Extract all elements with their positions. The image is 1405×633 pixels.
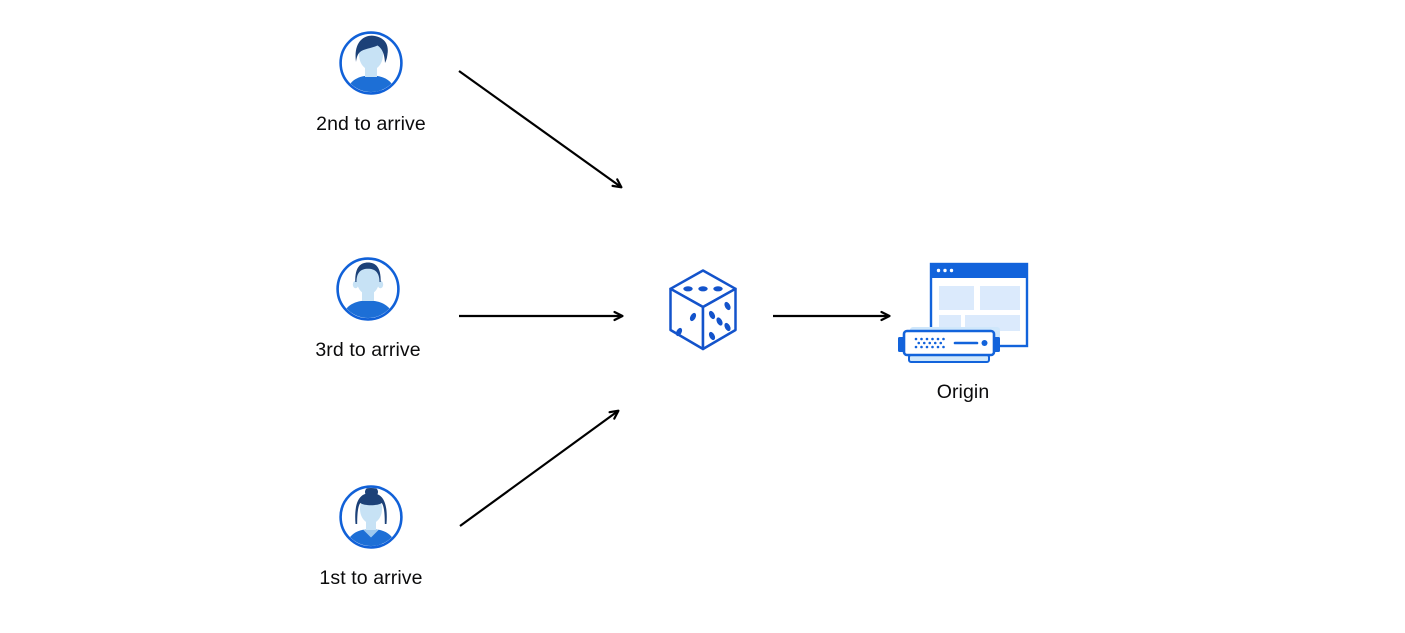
female-avatar-bun-hair-icon: [339, 485, 403, 549]
node-user-second-label: 2nd to arrive: [316, 113, 426, 135]
node-origin: Origin: [895, 258, 1031, 403]
male-avatar-swoosh-hair-icon: [339, 31, 403, 95]
node-user-third-label: 3rd to arrive: [315, 339, 421, 361]
node-user-third: 3rd to arrive: [298, 256, 438, 361]
arrow-user-second-to-dice: [458, 70, 623, 189]
arrow-user-first-to-dice: [459, 409, 620, 527]
dice-icon: [669, 269, 737, 351]
node-origin-label: Origin: [936, 381, 990, 403]
origin-server-browser-icon: [897, 262, 1028, 363]
node-user-second: 2nd to arrive: [301, 30, 441, 135]
node-user-first-label: 1st to arrive: [319, 567, 423, 589]
node-dice: [669, 269, 737, 351]
male-avatar-short-hair-icon: [336, 257, 400, 321]
node-user-first: 1st to arrive: [301, 484, 441, 589]
